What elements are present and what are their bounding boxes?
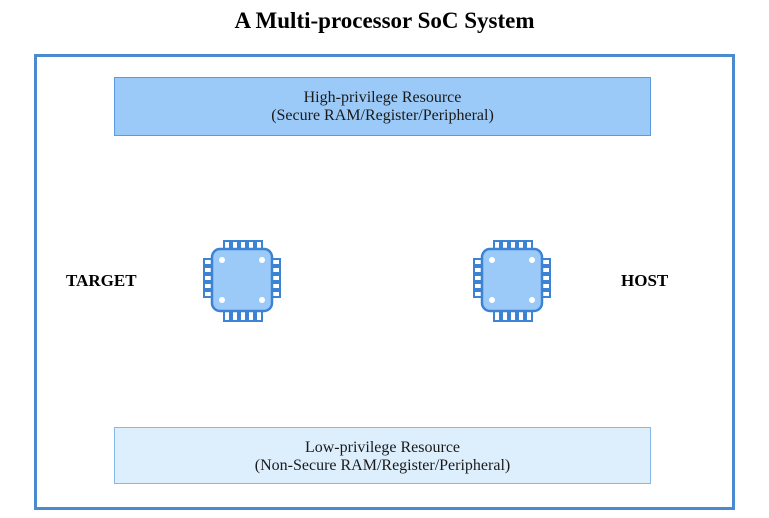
high-privilege-resource-detail: (Secure RAM/Register/Peripheral) — [271, 107, 494, 124]
processor-chip-icon — [203, 240, 281, 322]
low-privilege-resource-box: Low-privilege Resource (Non-Secure RAM/R… — [114, 427, 651, 484]
diagram-title: A Multi-processor SoC System — [234, 8, 535, 33]
high-privilege-resource-box: High-privilege Resource (Secure RAM/Regi… — [114, 77, 651, 136]
target-label: TARGET — [66, 271, 137, 290]
low-privilege-resource-label: Low-privilege Resource — [304, 439, 461, 456]
low-privilege-resource-detail: (Non-Secure RAM/Register/Peripheral) — [254, 457, 511, 474]
high-privilege-resource-label: High-privilege Resource — [303, 89, 462, 106]
processor-chip-icon — [473, 240, 551, 322]
host-label: HOST — [621, 271, 669, 290]
